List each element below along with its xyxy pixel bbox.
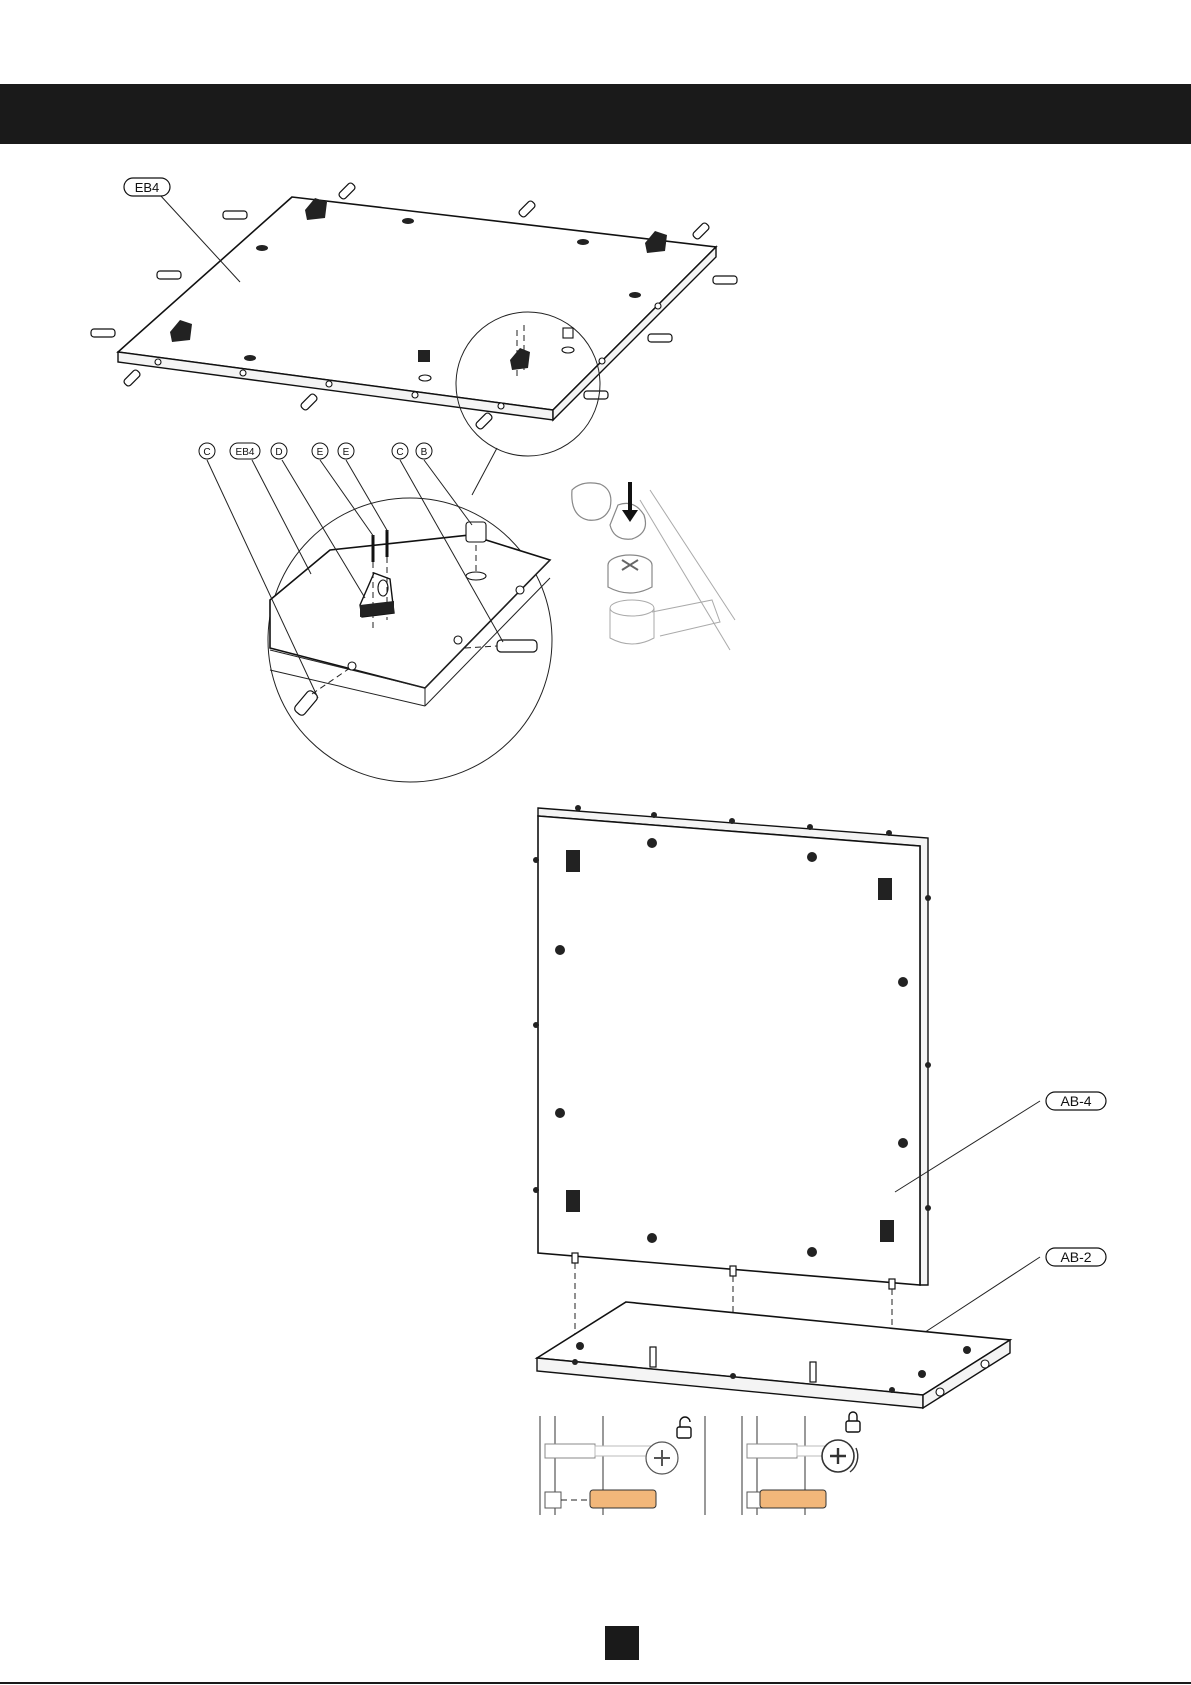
callout-eb4-top: EB4 — [135, 180, 160, 195]
detail-zoom-drawing — [207, 460, 552, 782]
callout-c-right: C — [396, 447, 403, 458]
top-panel-eb4-drawing — [91, 182, 737, 495]
unlock-icon — [677, 1417, 691, 1438]
callout-e-1: E — [317, 447, 324, 458]
ab-callouts — [1046, 1092, 1106, 1266]
callout-b: B — [421, 447, 428, 458]
callout-d: D — [275, 447, 282, 458]
lock-icon — [846, 1412, 860, 1432]
callout-ab2: AB-2 — [1060, 1249, 1091, 1265]
hand-cam-insert-drawing — [572, 482, 735, 650]
callout-ab4: AB-4 — [1060, 1093, 1091, 1109]
back-panel-ab4-drawing — [533, 805, 1040, 1386]
page-marker — [605, 1626, 639, 1660]
cam-lock-locked-drawing — [742, 1416, 858, 1515]
bottom-rule — [0, 1682, 1191, 1684]
callout-c-left: C — [203, 447, 210, 458]
bottom-panel-ab2-drawing — [537, 1302, 1010, 1408]
callout-eb4-detail: EB4 — [236, 447, 255, 458]
callout-e-2: E — [343, 447, 350, 458]
